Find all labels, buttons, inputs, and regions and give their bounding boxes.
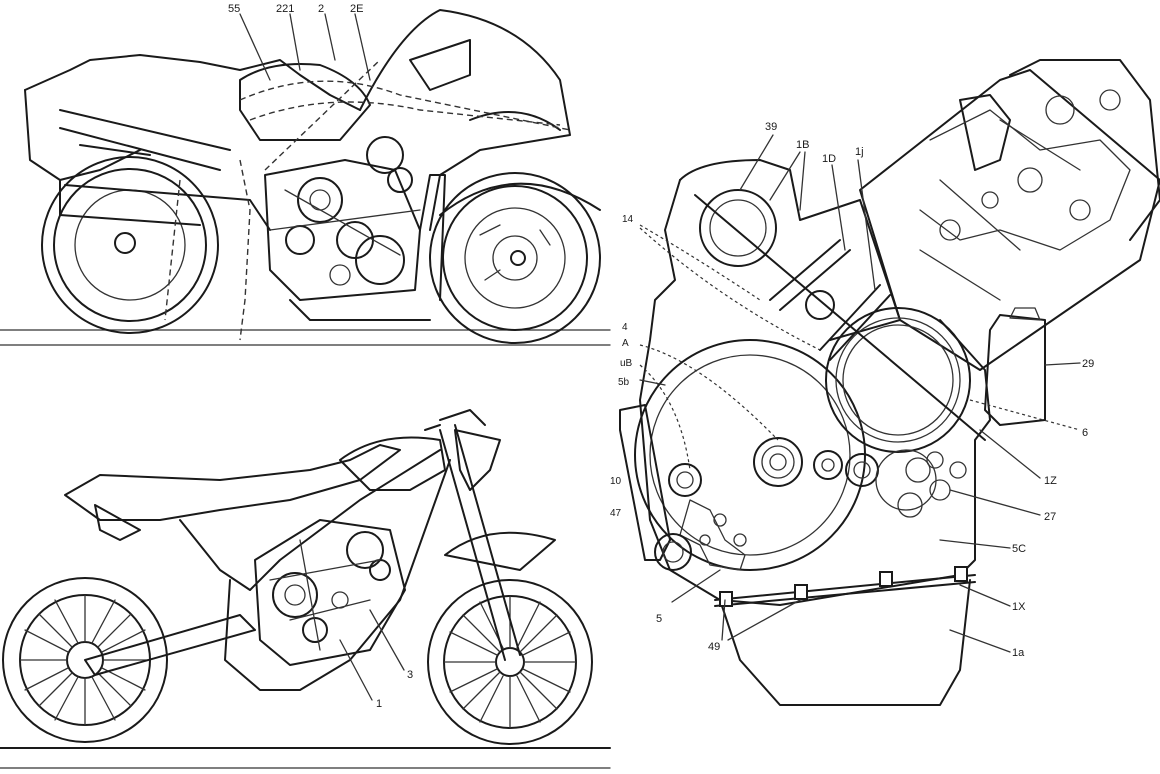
label-55: 55 bbox=[228, 3, 240, 15]
label-2E: 2E bbox=[350, 3, 363, 15]
starter-motor bbox=[619, 404, 671, 561]
front-fender-bottom bbox=[444, 531, 556, 571]
rear-wheel-top bbox=[41, 156, 219, 334]
front-wheel-top bbox=[429, 172, 601, 344]
generator-rotor-6 bbox=[825, 307, 971, 453]
frame-tube-1 bbox=[179, 449, 441, 591]
sport-motorcycle-drawing: 55 221 2 2E bbox=[0, 3, 611, 346]
handlebar-bottom bbox=[424, 409, 486, 431]
offroad-motorcycle-drawing: 1 3 bbox=[0, 409, 611, 769]
tail-light-bottom bbox=[94, 504, 141, 541]
leader-29 bbox=[1044, 362, 1081, 366]
pan-bolts-49 bbox=[719, 566, 968, 607]
tail-seat-outline bbox=[24, 54, 361, 111]
dashed-duct-2 bbox=[249, 101, 561, 126]
front-fender-top bbox=[439, 182, 601, 216]
label-6: 6 bbox=[1082, 427, 1088, 439]
leader-1B bbox=[769, 151, 806, 211]
bottom-label-leaders bbox=[339, 609, 405, 701]
oil-filter-29 bbox=[984, 314, 1046, 426]
leader-49 bbox=[721, 599, 801, 641]
cylinder-head bbox=[859, 59, 1160, 371]
dashed-leader-A bbox=[639, 344, 779, 441]
dashed-leader-14b bbox=[639, 227, 821, 351]
label-2: 2 bbox=[318, 3, 324, 15]
label-5: 5 bbox=[656, 613, 662, 625]
dashed-duct-3 bbox=[239, 159, 251, 341]
label-4: 4 bbox=[622, 322, 628, 333]
seat-bottom bbox=[64, 444, 401, 521]
oil-pan-1a bbox=[719, 579, 971, 706]
dashed-leader-6 bbox=[969, 399, 1081, 431]
mirror-top bbox=[409, 39, 471, 91]
engine-block-top bbox=[264, 136, 421, 301]
label-1j: 1j bbox=[855, 146, 864, 158]
oil-pump-assembly bbox=[668, 463, 747, 571]
label-27: 27 bbox=[1044, 511, 1056, 523]
label-1B: 1B bbox=[796, 139, 809, 151]
pan-flange-1X bbox=[714, 574, 976, 601]
leader-1X bbox=[959, 584, 1011, 607]
gear-train bbox=[753, 437, 967, 518]
top-label-leaders bbox=[239, 13, 371, 81]
fairing-inner-line bbox=[469, 111, 561, 131]
engine-side-view-drawing: 39 1B 1D 1j 14 4 A uB 5b 10 47 29 6 1Z 2… bbox=[610, 59, 1160, 706]
lower-frame-top bbox=[289, 299, 431, 321]
fuel-tank-bottom bbox=[339, 436, 446, 491]
label-5b: 5b bbox=[618, 377, 630, 388]
leader-5b bbox=[639, 379, 666, 386]
label-1Z: 1Z bbox=[1044, 475, 1057, 487]
label-221: 221 bbox=[276, 3, 294, 15]
tail-panel-lines bbox=[59, 109, 231, 171]
label-1: 1 bbox=[376, 698, 382, 710]
stud-bolt-1 bbox=[769, 239, 851, 311]
swingarm-top bbox=[64, 184, 271, 231]
label-5C: 5C bbox=[1012, 543, 1026, 555]
label-A: A bbox=[622, 338, 629, 349]
label-39: 39 bbox=[765, 121, 777, 133]
dashed-duct-4 bbox=[264, 59, 381, 171]
leader-1j bbox=[857, 159, 876, 291]
swingarm-bottom bbox=[84, 614, 256, 676]
leader-39 bbox=[739, 134, 774, 191]
oil-seal bbox=[805, 290, 835, 320]
fuel-tank-top bbox=[239, 63, 371, 141]
crankcase-outline bbox=[639, 179, 991, 606]
number-plate bbox=[454, 429, 501, 491]
engine-block-bottom bbox=[254, 519, 406, 666]
label-uB: uB bbox=[620, 358, 633, 369]
label-47: 47 bbox=[610, 508, 622, 519]
label-29: 29 bbox=[1082, 358, 1094, 370]
tail-lower-outline bbox=[24, 89, 141, 181]
dashed-duct-1 bbox=[239, 80, 571, 131]
label-1D: 1D bbox=[822, 153, 836, 165]
front-wheel-bottom bbox=[427, 579, 593, 745]
section-line bbox=[694, 194, 986, 441]
stud-bolt-2 bbox=[819, 284, 891, 361]
label-3: 3 bbox=[407, 669, 413, 681]
label-1X: 1X bbox=[1012, 601, 1026, 613]
label-14: 14 bbox=[622, 214, 634, 225]
front-fairing bbox=[359, 9, 571, 231]
sprocket-39 bbox=[699, 189, 777, 267]
leader-5C bbox=[939, 539, 1011, 549]
leader-1a bbox=[949, 629, 1011, 653]
leader-1Z bbox=[979, 429, 1041, 479]
leader-27 bbox=[949, 489, 1041, 516]
label-10: 10 bbox=[610, 476, 622, 487]
leader-5 bbox=[671, 569, 721, 603]
exhaust-pipe-top bbox=[419, 174, 446, 301]
starter-gear bbox=[654, 533, 692, 571]
timing-case bbox=[679, 159, 901, 341]
muffler-top bbox=[59, 179, 201, 226]
label-49: 49 bbox=[708, 641, 720, 653]
leader-1D bbox=[831, 164, 846, 251]
label-1a: 1a bbox=[1012, 647, 1025, 659]
dashed-leader-uB bbox=[639, 364, 691, 471]
front-fork-bottom bbox=[439, 424, 521, 661]
dashed-duct-5 bbox=[164, 179, 181, 321]
